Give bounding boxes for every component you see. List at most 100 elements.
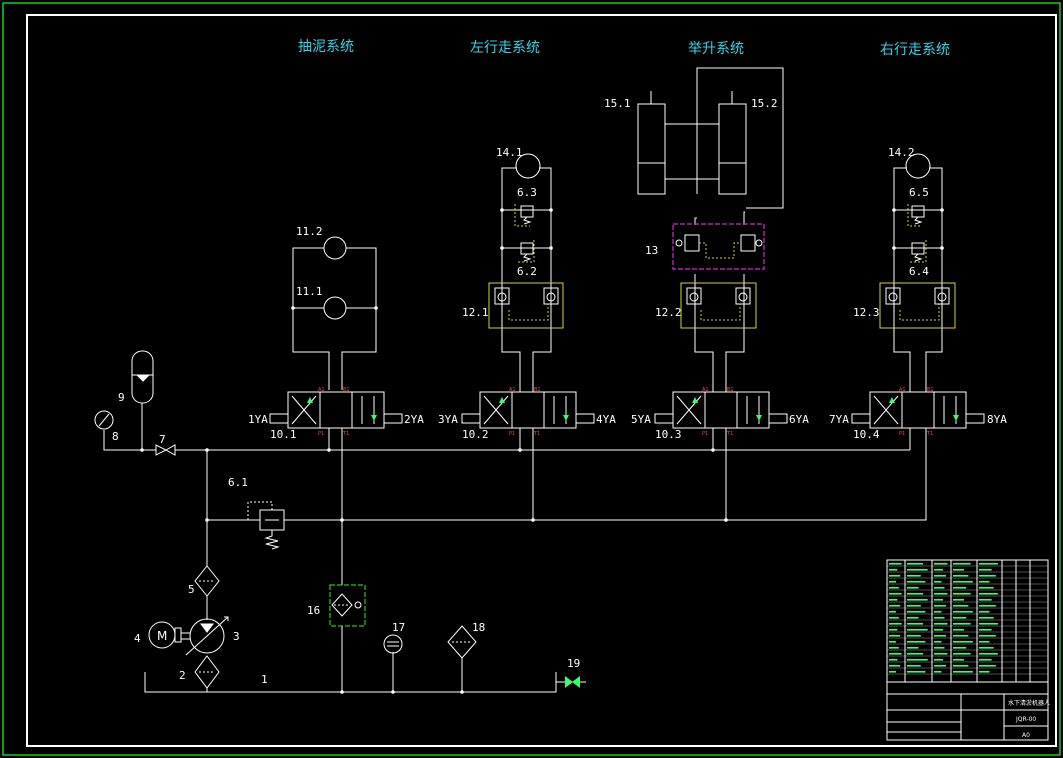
double-check-valves bbox=[488, 282, 956, 329]
label-15-1: 15.1 bbox=[604, 97, 631, 110]
drawing-number: JQR-00 bbox=[1015, 716, 1036, 723]
port-b1: B1 bbox=[927, 387, 934, 393]
parts-row-text bbox=[953, 641, 973, 643]
label-14-2: 14.2 bbox=[888, 146, 915, 159]
label-5: 5 bbox=[188, 583, 195, 596]
parts-row-text bbox=[889, 653, 902, 655]
parts-row-text bbox=[953, 587, 967, 589]
parts-row-text bbox=[953, 593, 971, 595]
left-travel-circuit bbox=[501, 153, 552, 392]
junction-dots bbox=[140, 208, 944, 694]
suction-filter bbox=[194, 565, 220, 620]
solenoid-5ya: 5YA bbox=[631, 413, 651, 426]
parts-row-text bbox=[907, 647, 919, 649]
parts-row-text bbox=[907, 563, 924, 565]
parts-row-text bbox=[889, 641, 896, 643]
parts-row-text bbox=[907, 671, 926, 673]
port-t1: T1 bbox=[533, 431, 540, 437]
label-3: 3 bbox=[233, 630, 240, 643]
valve-10-2 bbox=[461, 391, 595, 429]
port-a1: A1 bbox=[509, 387, 516, 393]
parts-row-text bbox=[953, 563, 971, 565]
parts-row-text bbox=[979, 671, 990, 673]
parts-row-text bbox=[889, 587, 899, 589]
port-a1: A1 bbox=[899, 387, 906, 393]
port-p1: P1 bbox=[509, 431, 515, 437]
valve-green-arrows bbox=[307, 397, 959, 421]
parts-row-text bbox=[934, 575, 946, 577]
relief-valve-6-1 bbox=[247, 501, 285, 550]
return-filter bbox=[194, 655, 220, 689]
parts-row-text bbox=[907, 629, 928, 631]
port-b1: B1 bbox=[343, 387, 350, 393]
valve-10-1 bbox=[269, 391, 403, 429]
solenoid-8ya: 8YA bbox=[987, 413, 1007, 426]
cylinder-15-1 bbox=[637, 103, 666, 195]
parts-row-text bbox=[979, 635, 996, 637]
parts-row-text bbox=[934, 605, 946, 607]
parts-row-text bbox=[979, 611, 990, 613]
parts-row-text bbox=[979, 629, 992, 631]
return-line bbox=[207, 428, 927, 692]
parts-row-text bbox=[979, 575, 996, 577]
label-11-1: 11.1 bbox=[296, 285, 323, 298]
parts-row-text bbox=[889, 611, 896, 613]
label-4: 4 bbox=[134, 632, 141, 645]
parts-row-text bbox=[953, 653, 971, 655]
port-t1: T1 bbox=[726, 431, 733, 437]
parts-row-text bbox=[934, 635, 946, 637]
label-12-1: 12.1 bbox=[462, 306, 489, 319]
label-10-2: 10.2 bbox=[462, 428, 489, 441]
parts-row-text bbox=[907, 641, 926, 643]
level-gauge bbox=[383, 634, 403, 654]
parts-row-text bbox=[979, 617, 994, 619]
parts-row-text bbox=[907, 581, 926, 583]
parts-row-text bbox=[953, 569, 964, 571]
pump bbox=[181, 616, 229, 656]
parts-row-text bbox=[907, 659, 928, 661]
label-6-3: 6.3 bbox=[517, 186, 537, 199]
sheet-size: A0 bbox=[1022, 732, 1030, 739]
parts-row-text bbox=[953, 611, 973, 613]
label-14-1: 14.1 bbox=[496, 146, 523, 159]
label-19: 19 bbox=[567, 657, 580, 670]
parts-row-text bbox=[979, 659, 992, 661]
parts-row-text bbox=[889, 665, 901, 667]
pressure-line bbox=[103, 403, 911, 566]
parts-row-text bbox=[979, 593, 998, 595]
parts-row-text bbox=[907, 665, 921, 667]
label-10-4: 10.4 bbox=[853, 428, 880, 441]
right-travel-circuit bbox=[893, 153, 943, 392]
parts-row-text bbox=[907, 635, 921, 637]
parts-row-text bbox=[907, 569, 928, 571]
parts-row-text bbox=[934, 587, 945, 589]
parts-row-text bbox=[907, 599, 928, 601]
parts-row-text bbox=[934, 599, 943, 601]
port-p1: P1 bbox=[702, 431, 708, 437]
parts-row-text bbox=[889, 629, 898, 631]
parts-row-text bbox=[934, 671, 942, 673]
parts-row-text bbox=[889, 563, 902, 565]
parts-row-text bbox=[889, 581, 896, 583]
parts-row-text bbox=[907, 653, 924, 655]
label-15-2: 15.2 bbox=[751, 97, 778, 110]
parts-row-text bbox=[889, 599, 898, 601]
parts-row-text bbox=[979, 581, 990, 583]
label-8: 8 bbox=[112, 430, 119, 443]
label-1: 1 bbox=[261, 673, 268, 686]
parts-row-text bbox=[953, 671, 973, 673]
drain-valve bbox=[565, 676, 580, 688]
solenoid-4ya: 4YA bbox=[596, 413, 616, 426]
parts-row-text bbox=[979, 599, 992, 601]
parts-row-text bbox=[953, 629, 964, 631]
parts-row-text bbox=[934, 641, 942, 643]
port-a1: A1 bbox=[702, 387, 709, 393]
parts-row-text bbox=[934, 569, 943, 571]
parts-row-text bbox=[934, 581, 942, 583]
parts-row-text bbox=[889, 671, 896, 673]
port-b1: B1 bbox=[534, 387, 541, 393]
valve-10-4 bbox=[851, 391, 985, 429]
